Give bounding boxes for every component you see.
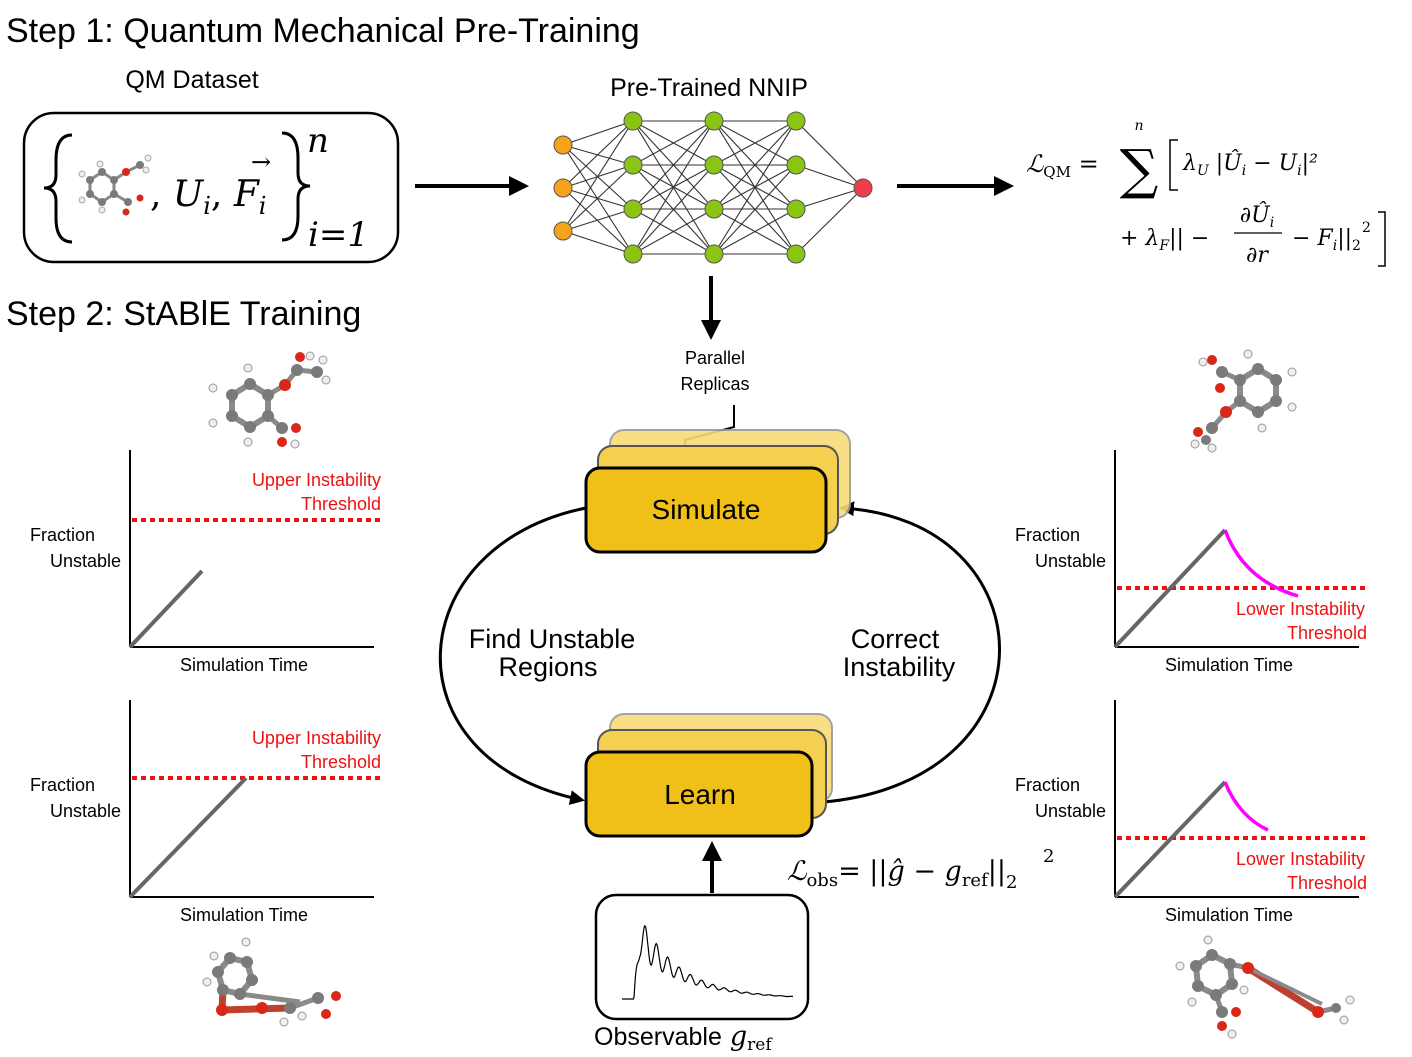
x-axis-label: Simulation Time bbox=[180, 655, 308, 675]
learn-label: Learn bbox=[664, 779, 736, 810]
broken-molecule-bottom-left bbox=[202, 937, 341, 1027]
threshold-label-1: Upper Instability bbox=[252, 470, 381, 490]
x-axis-label: Simulation Time bbox=[180, 905, 308, 925]
simulate-box[interactable] bbox=[584, 466, 828, 554]
threshold-label-2: Threshold bbox=[301, 494, 381, 514]
observable-loss-equation: ℒobs= ||ĝ − gref||2 bbox=[787, 856, 1017, 893]
y-axis-label-2: Unstable bbox=[50, 551, 121, 571]
arrow-correct-instability bbox=[823, 501, 1001, 804]
threshold-label-1: Lower Instability bbox=[1236, 849, 1365, 869]
nn-node-1-3 bbox=[623, 244, 643, 264]
y-axis-label-2: Unstable bbox=[1035, 551, 1106, 571]
svg-text:∂Ûi: ∂Ûi bbox=[1240, 201, 1274, 231]
svg-text:− Fi||2: − Fi||2 bbox=[1292, 226, 1361, 254]
threshold-label-2: Threshold bbox=[1287, 873, 1367, 893]
nn-node-1-1 bbox=[623, 155, 643, 175]
left-brace bbox=[43, 133, 73, 244]
set-superscript: n bbox=[307, 121, 329, 161]
nn-node-4-0 bbox=[853, 178, 873, 198]
nn-node-2-0 bbox=[704, 111, 724, 131]
unstable-fraction-line bbox=[128, 776, 248, 899]
nn-node-1-2 bbox=[623, 199, 643, 219]
unstable-fraction-line bbox=[1113, 780, 1227, 899]
qm-dataset-label: QM Dataset bbox=[125, 66, 258, 94]
nn-node-2-1 bbox=[704, 155, 724, 175]
aspirin-molecule-top-right bbox=[1190, 349, 1297, 453]
y-axis-label-2: Unstable bbox=[50, 801, 121, 821]
learn-box[interactable] bbox=[584, 750, 814, 838]
set-subscript: i=1 bbox=[308, 215, 369, 255]
svg-text:∂r: ∂r bbox=[1246, 243, 1269, 268]
correct-instability-label-2: Instability bbox=[843, 652, 956, 682]
energy-symbol: U bbox=[173, 174, 205, 215]
step1-title: Step 1: Quantum Mechanical Pre-Training bbox=[6, 12, 640, 50]
aspirin-molecule-small bbox=[78, 154, 152, 216]
find-unstable-label-2: Regions bbox=[498, 652, 597, 682]
aspirin-molecule-top-left bbox=[208, 351, 331, 449]
correct-instability-label-1: Correct bbox=[851, 624, 940, 654]
nnip-network bbox=[553, 111, 873, 264]
broken-molecule-bottom-right bbox=[1175, 935, 1355, 1039]
nn-node-0-0 bbox=[553, 135, 573, 155]
observable-label: Observable bbox=[594, 1023, 722, 1051]
x-axis-label: Simulation Time bbox=[1165, 905, 1293, 925]
y-axis-label-1: Fraction bbox=[1015, 525, 1080, 545]
svg-text:+ λF|| −: + λF|| − bbox=[1120, 226, 1209, 254]
nn-node-2-3 bbox=[704, 244, 724, 264]
rdf-curve bbox=[622, 924, 793, 1000]
x-axis-label: Simulation Time bbox=[1165, 655, 1293, 675]
unstable-fraction-line bbox=[128, 569, 204, 649]
y-axis-label-1: Fraction bbox=[30, 525, 95, 545]
sum-symbol: ∑ bbox=[1120, 138, 1159, 201]
svg-text:, Ui, Fi: , Ui, Fi bbox=[150, 174, 266, 220]
force-vector-arrow: → bbox=[251, 148, 271, 176]
nn-node-0-1 bbox=[553, 178, 573, 198]
svg-text:2: 2 bbox=[1043, 846, 1054, 867]
unstable-fraction-line bbox=[1113, 528, 1227, 649]
threshold-label-1: Lower Instability bbox=[1236, 599, 1365, 619]
threshold-label-1: Upper Instability bbox=[252, 728, 381, 748]
svg-text:λU |Ûi − Ui|²: λU |Ûi − Ui|² bbox=[1182, 149, 1318, 179]
simulate-label: Simulate bbox=[652, 494, 761, 525]
nnip-edges bbox=[562, 120, 864, 255]
svg-text:ℒQM =: ℒQM = bbox=[1026, 150, 1099, 181]
threshold-label-2: Threshold bbox=[1287, 623, 1367, 643]
force-symbol: F bbox=[233, 174, 261, 215]
qm-loss-equation: ℒQM = n ∑ λU |Ûi − Ui|² + λF|| − ∂Ûi ∂r … bbox=[1026, 118, 1386, 268]
nn-node-3-3 bbox=[786, 244, 806, 264]
y-axis-label-2: Unstable bbox=[1035, 801, 1106, 821]
nn-node-2-2 bbox=[704, 199, 724, 219]
right-brace bbox=[281, 131, 311, 242]
nnip-label: Pre-Trained NNIP bbox=[610, 74, 808, 102]
step2-title: Step 2: StABlE Training bbox=[6, 295, 361, 333]
y-axis-label-1: Fraction bbox=[30, 775, 95, 795]
svg-text:n: n bbox=[1134, 118, 1143, 134]
parallel-replicas-label-1: Parallel bbox=[685, 348, 745, 368]
nn-node-0-2 bbox=[553, 221, 573, 241]
nn-node-3-0 bbox=[786, 111, 806, 131]
svg-text:2: 2 bbox=[1362, 220, 1371, 236]
corrected-fraction-curve bbox=[1223, 529, 1299, 598]
parallel-replicas-label-2: Replicas bbox=[680, 374, 749, 394]
qm-dataset-box bbox=[22, 111, 400, 264]
arrow-find-unstable bbox=[438, 506, 587, 805]
nn-node-3-1 bbox=[786, 155, 806, 175]
threshold-label-2: Threshold bbox=[301, 752, 381, 772]
nn-node-1-0 bbox=[623, 111, 643, 131]
y-axis-label-1: Fraction bbox=[1015, 775, 1080, 795]
observable-box bbox=[594, 893, 810, 1021]
learn-stack: Learn bbox=[584, 713, 833, 838]
nn-node-3-2 bbox=[786, 199, 806, 219]
corrected-fraction-curve bbox=[1223, 781, 1269, 832]
find-unstable-label-1: Find Unstable bbox=[469, 624, 636, 654]
simulate-stack: Simulate bbox=[584, 429, 851, 554]
